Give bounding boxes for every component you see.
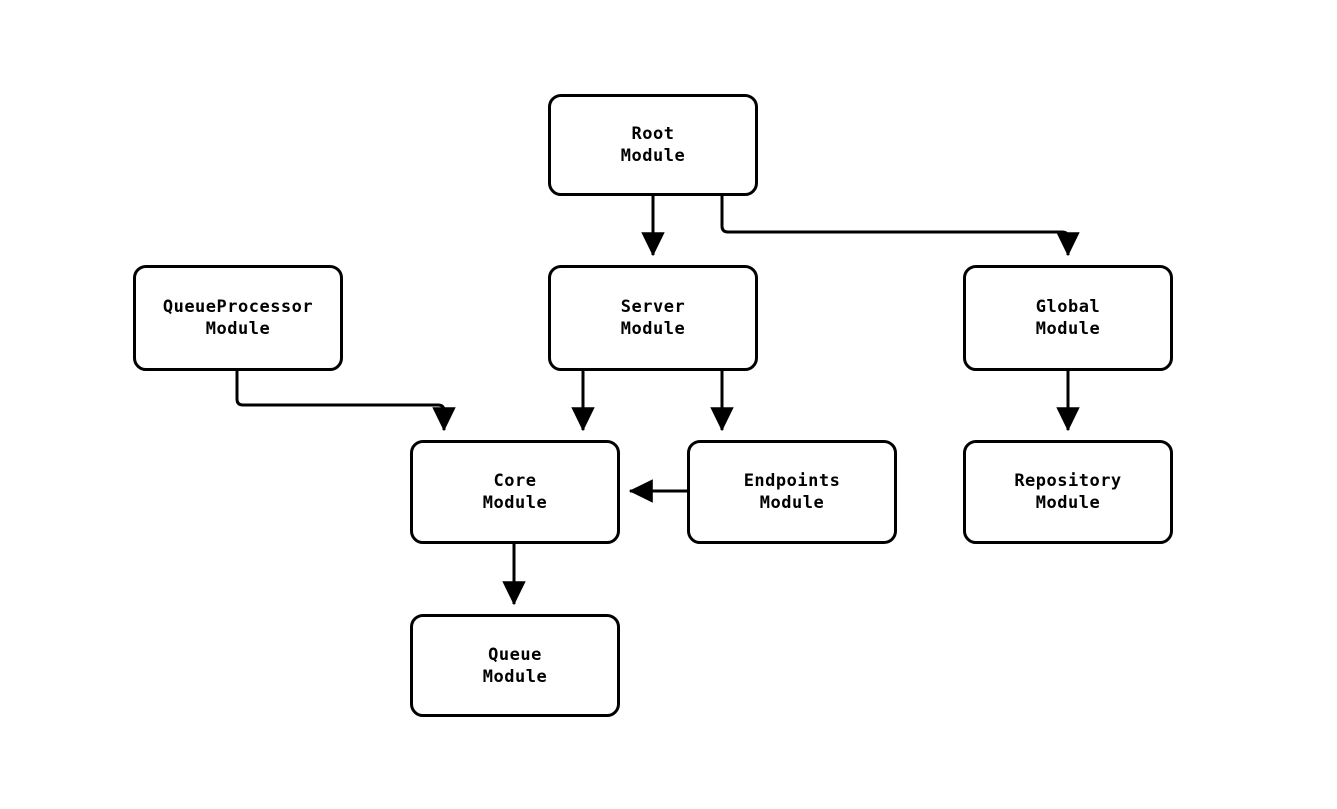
node-repository-module-subtitle: Module [1035,493,1101,513]
node-core-module-subtitle: Module [482,493,548,513]
node-queueprocessor-module[interactable]: QueueProcessor Module [133,265,343,371]
node-repository-module[interactable]: Repository Module [963,440,1173,544]
node-server-module[interactable]: Server Module [548,265,758,371]
node-core-module[interactable]: Core Module [410,440,620,544]
edge-root-global [720,196,1080,257]
node-root-module-title: Root [631,124,675,144]
node-repository-module-title: Repository [1014,471,1122,491]
edge-queueprocessor-core [235,371,456,432]
node-queue-module[interactable]: Queue Module [410,614,620,717]
node-global-module-subtitle: Module [1035,319,1101,339]
node-server-module-subtitle: Module [620,319,686,339]
node-root-module-subtitle: Module [620,146,686,166]
node-queue-module-subtitle: Module [482,666,548,687]
node-server-module-title: Server [620,297,686,317]
node-endpoints-module-title: Endpoints [743,471,841,491]
node-queueprocessor-module-subtitle: Module [205,319,271,339]
node-queueprocessor-module-title: QueueProcessor [162,297,314,317]
node-core-module-title: Core [493,471,537,491]
node-endpoints-module-subtitle: Module [759,493,825,513]
edges-group [235,196,1080,606]
node-global-module[interactable]: Global Module [963,265,1173,371]
node-queue-module-title: Queue [488,644,542,665]
node-endpoints-module[interactable]: Endpoints Module [687,440,897,544]
node-root-module[interactable]: Root Module [548,94,758,196]
node-global-module-title: Global [1035,297,1101,317]
